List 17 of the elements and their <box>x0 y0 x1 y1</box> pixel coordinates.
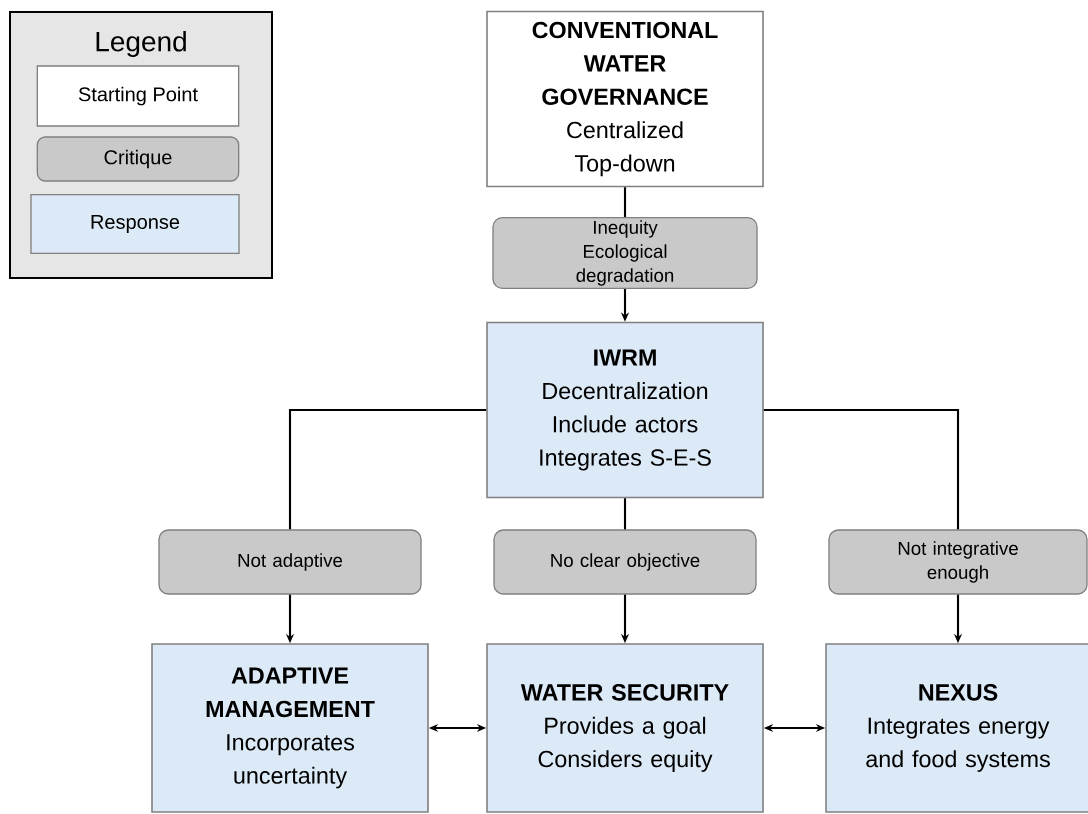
legend-title: Legend <box>96 30 186 58</box>
connector-line <box>623 498 627 530</box>
legend-box: Critique <box>36 136 240 182</box>
response-box: IWRM Decentralization Include actors Integrates S-E-S <box>486 321 764 499</box>
critique-box: No clear objective <box>493 529 757 595</box>
critique-box: Inequity Ecological degradation <box>492 216 758 290</box>
response-box: NEXUS Integrates energy and food systems <box>825 643 1088 813</box>
connector-line <box>763 408 960 530</box>
critique-box: Not adaptive <box>158 529 422 595</box>
legend-box: Starting Point <box>36 65 240 127</box>
response-box: WATER SECURITY Provides a goal Considers equity <box>486 643 764 813</box>
critique-box: Not integrative enough <box>828 529 1088 595</box>
legend-box: Response <box>30 194 240 254</box>
connector-line <box>288 408 487 530</box>
start-box: CONVENTIONAL WATER GOVERNANCE Centralized Top-down <box>486 10 764 188</box>
response-box: ADAPTIVE MANAGEMENT Incorporates uncertainty <box>151 643 429 813</box>
connector-line <box>623 187 627 217</box>
